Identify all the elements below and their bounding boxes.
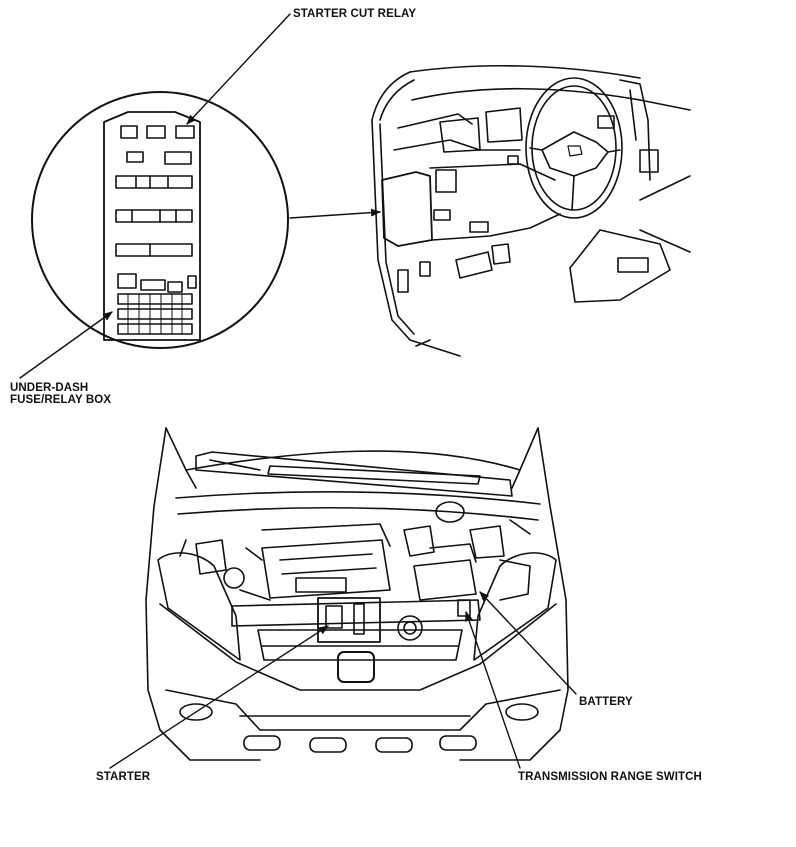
- under-dash-label-line1: UNDER-DASH: [10, 382, 89, 394]
- under-dash-label-line2: FUSE/RELAY BOX: [10, 394, 112, 406]
- under-dash-leader: [19, 311, 113, 379]
- transmission-range-switch-leader: [465, 611, 521, 769]
- starter-label: STARTER: [96, 771, 151, 783]
- starter-cut-relay-label: STARTER CUT RELAY: [293, 8, 417, 20]
- leader-lines: [19, 13, 577, 769]
- starter-cut-relay-leader: [186, 13, 291, 125]
- transmission-range-switch-label: TRANSMISSION RANGE SWITCH: [518, 771, 702, 783]
- battery-leader: [479, 591, 577, 695]
- dashboard-illustration: [371, 64, 691, 357]
- starter-leader: [109, 625, 329, 769]
- engine-bay-illustration: [145, 427, 569, 761]
- fuse-box-detail: [31, 91, 289, 349]
- battery-label: BATTERY: [579, 696, 633, 708]
- dash-pointer-arrow: [289, 208, 381, 219]
